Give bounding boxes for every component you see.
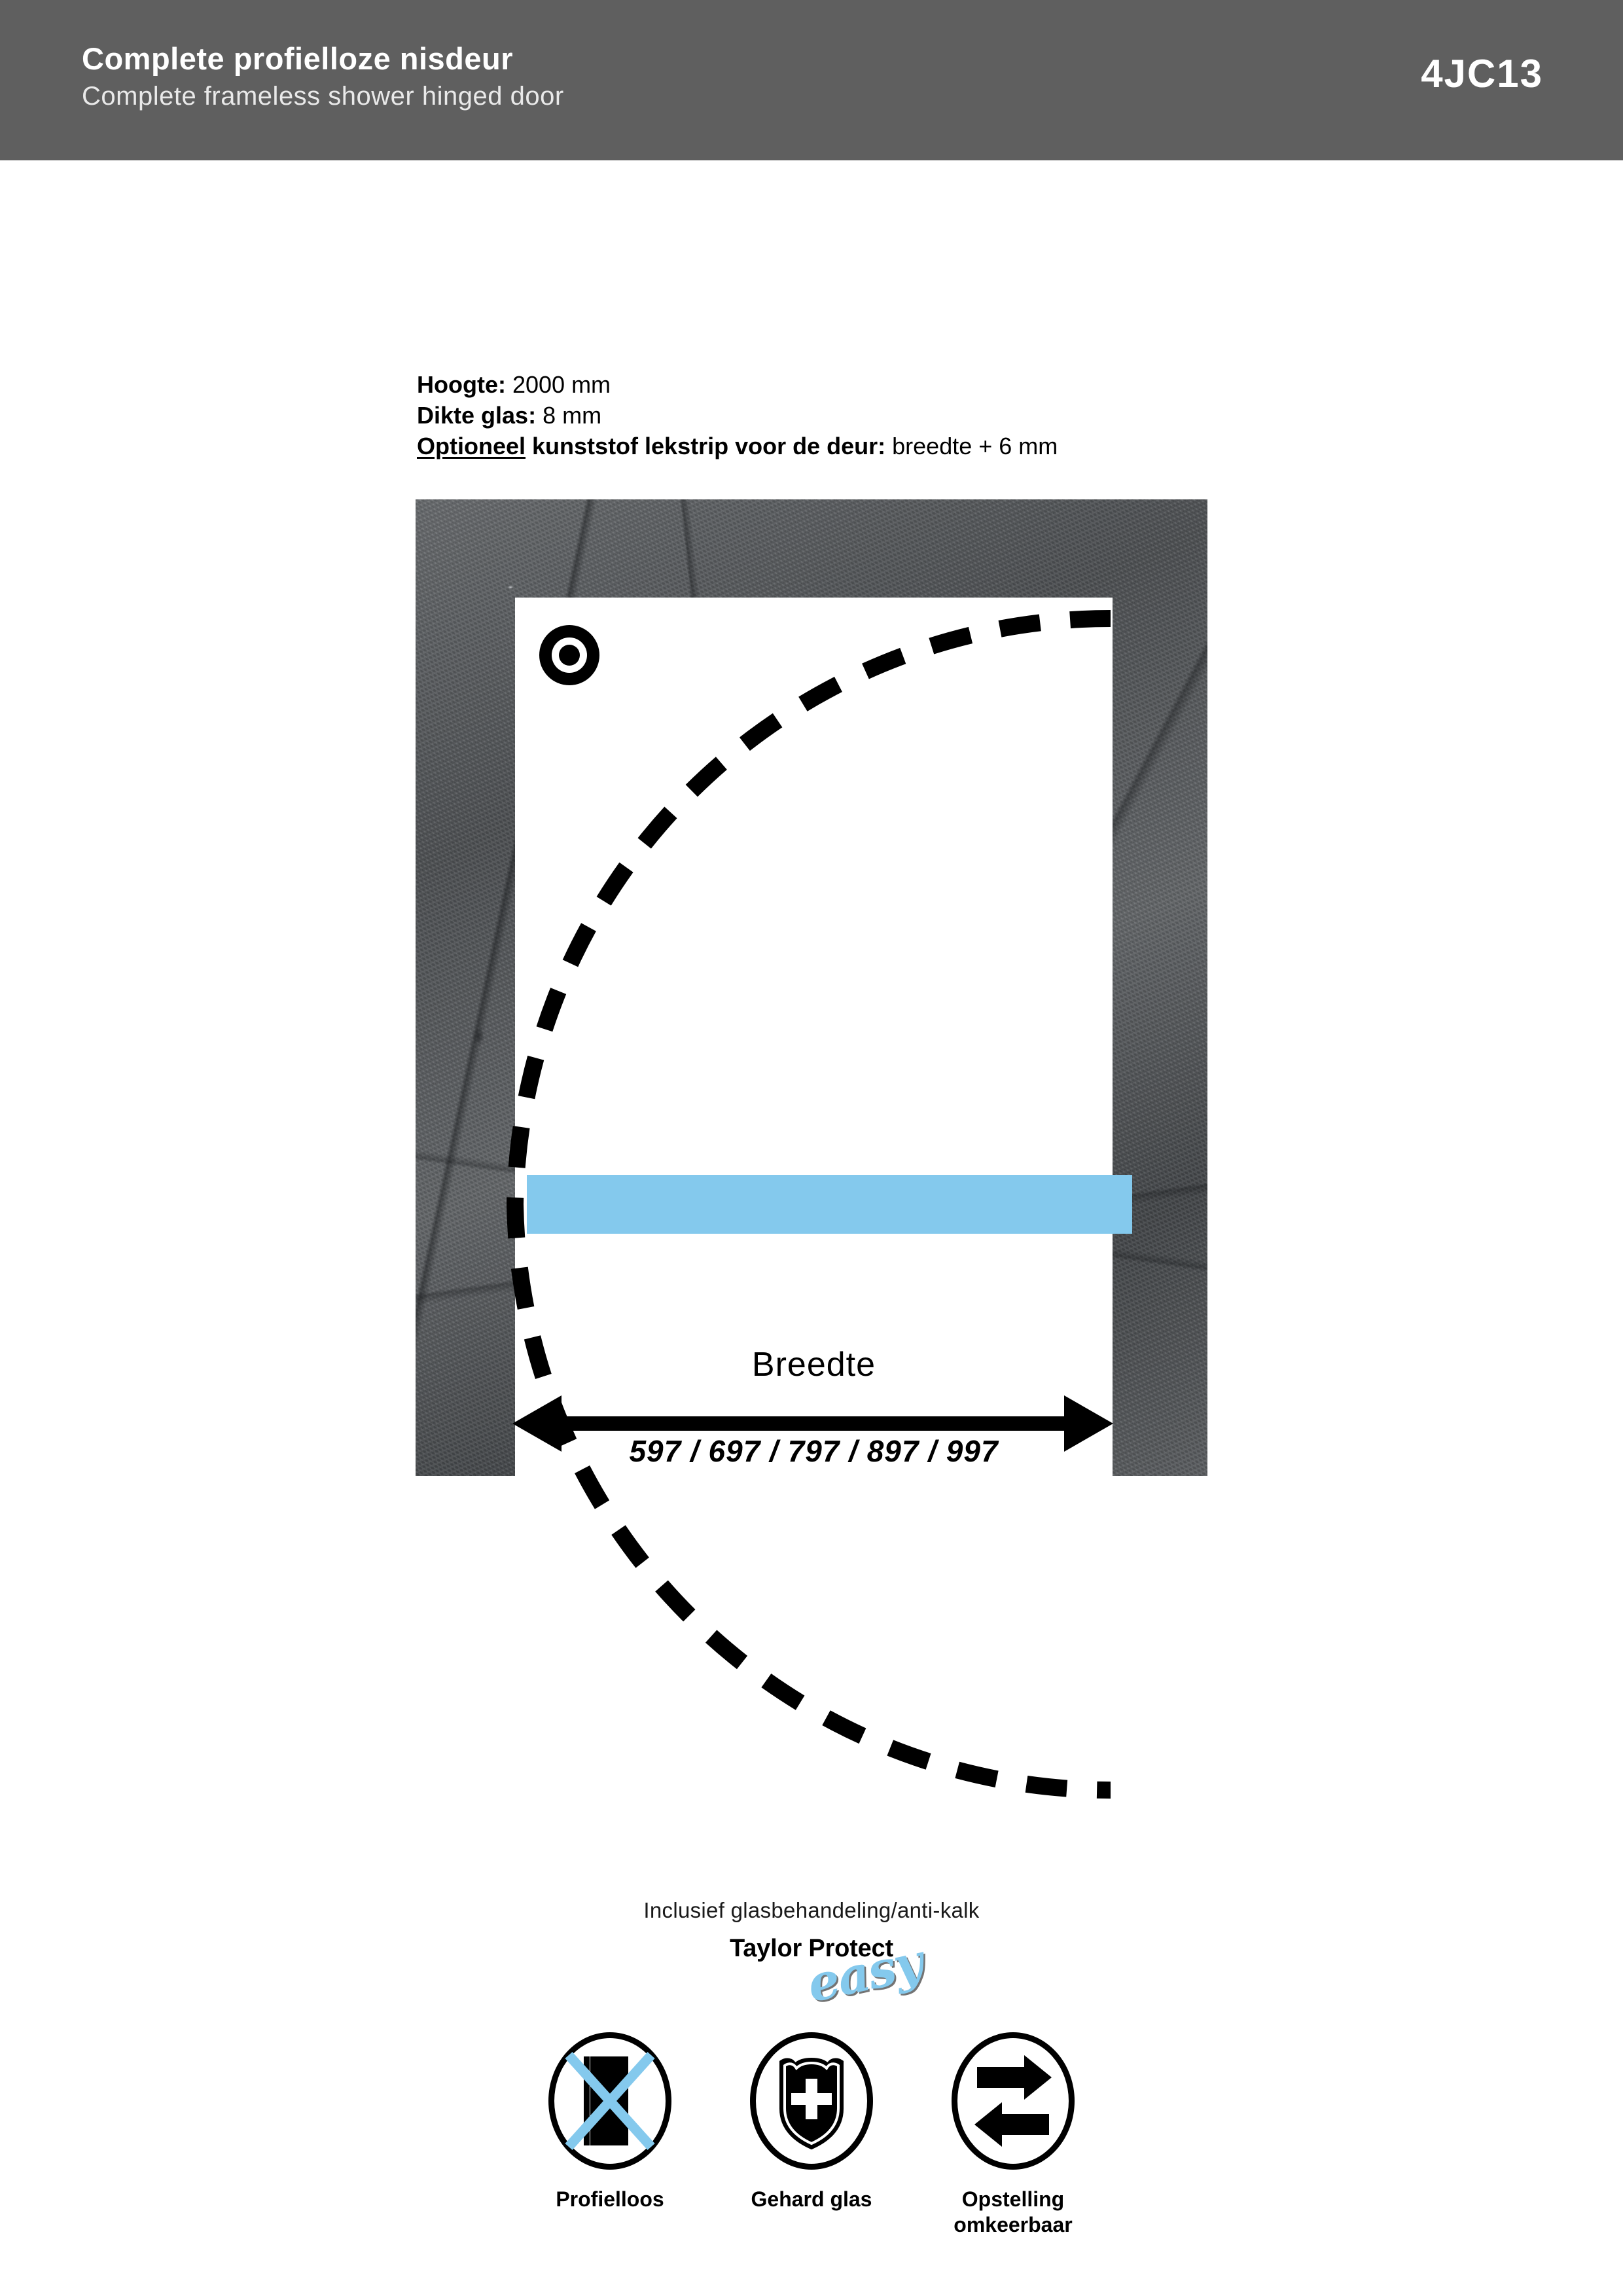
spec-value-height: 2000 mm bbox=[512, 371, 611, 398]
glass-door-panel bbox=[515, 598, 1113, 1476]
spec-label-optional: kunststof lekstrip voor de deur: bbox=[532, 432, 886, 459]
width-label: Breedte bbox=[751, 1346, 876, 1384]
page-subtitle: Complete frameless shower hinged door bbox=[82, 82, 564, 111]
leak-strip-band bbox=[527, 1175, 1132, 1234]
feature-profielloos: Profielloos bbox=[525, 2032, 695, 2238]
brand-name: Taylor Protect bbox=[730, 1935, 893, 1962]
glass-treatment-caption: Inclusief glasbehandeling/anti-kalk bbox=[643, 1898, 980, 1922]
hinge-pivot-icon bbox=[539, 625, 599, 685]
spec-row-glass: Dikte glas: 8 mm bbox=[417, 401, 1058, 431]
feature-badge-reversible bbox=[952, 2032, 1075, 2170]
shield-plus-icon bbox=[779, 2057, 844, 2150]
feature-label-gehard-glas: Gehard glas bbox=[751, 2187, 872, 2211]
page-title: Complete profielloze nisdeur bbox=[82, 41, 514, 76]
taylor-protect-logo: Taylor Protect easy bbox=[730, 1933, 927, 2014]
spec-value-glass: 8 mm bbox=[543, 401, 602, 429]
product-code: 4JC13 bbox=[1421, 52, 1543, 96]
feature-omkeerbaar: Opstelling omkeerbaar bbox=[928, 2032, 1098, 2238]
feature-label-profielloos: Profielloos bbox=[556, 2187, 664, 2211]
feature-gehard-glas: Gehard glas bbox=[726, 2032, 897, 2238]
spec-value-optional: breedte + 6 mm bbox=[892, 432, 1058, 459]
specification-list: Hoogte: 2000 mm Dikte glas: 8 mm Optione… bbox=[417, 370, 1058, 461]
feature-badge-tempered bbox=[750, 2032, 873, 2170]
width-values: 597 / 697 / 797 / 897 / 997 bbox=[629, 1434, 999, 1468]
header-title-group: Complete profielloze nisdeur Complete fr… bbox=[82, 41, 564, 112]
concrete-background bbox=[416, 499, 1207, 1476]
door-swing-arc bbox=[506, 610, 1111, 1799]
branding-block: Inclusief glasbehandeling/anti-kalk Tayl… bbox=[0, 1898, 1623, 2014]
feature-badge-frameless bbox=[548, 2032, 671, 2170]
feature-label-omkeerbaar: Opstelling omkeerbaar bbox=[954, 2187, 1073, 2237]
spec-row-optional: Optioneel kunststof lekstrip voor de deu… bbox=[417, 431, 1058, 462]
spec-label-glass: Dikte glas: bbox=[417, 401, 537, 429]
spec-label-height: Hoogte: bbox=[417, 371, 506, 398]
width-dimension-arrow bbox=[512, 1395, 1113, 1452]
feature-icon-row: Profielloos Gehard glas Opstelling omkee… bbox=[0, 2032, 1623, 2238]
frameless-crossed-out-icon bbox=[565, 2051, 655, 2151]
reversible-arrows-icon bbox=[974, 2055, 1052, 2147]
page-header: Complete profielloze nisdeur Complete fr… bbox=[0, 0, 1623, 160]
spec-optional-keyword: Optioneel bbox=[417, 432, 526, 459]
spec-row-height: Hoogte: 2000 mm bbox=[417, 370, 1058, 401]
